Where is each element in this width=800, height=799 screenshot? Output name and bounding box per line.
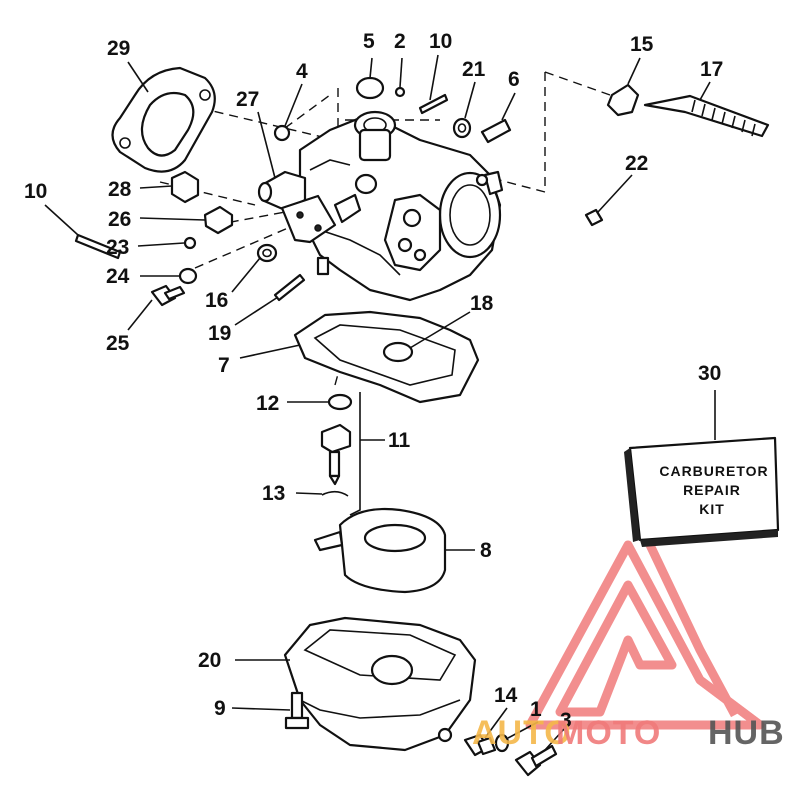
part-labels: 29 5 2 10 4 21 6 15 17 27 10 28 26 23 24…: [24, 30, 723, 732]
label-12: 12: [256, 392, 279, 415]
part-4-ball: [273, 124, 291, 142]
label-14: 14: [494, 684, 518, 707]
label-4: 4: [296, 60, 308, 83]
part-24-washer: [178, 267, 198, 285]
dash-line: [479, 72, 546, 193]
label-21: 21: [462, 58, 486, 81]
part-23-ball: [183, 236, 197, 250]
label-29: 29: [107, 37, 130, 60]
kit-label-line2: REPAIR: [683, 482, 741, 498]
gasket-7: [293, 310, 480, 404]
label-26: 26: [108, 208, 131, 231]
dash-line: [194, 224, 296, 269]
part-16-washer: [256, 243, 278, 263]
label-16: 16: [205, 289, 228, 312]
watermark-hub: HUB: [708, 714, 785, 752]
label-6: 6: [508, 68, 520, 91]
label-10-top: 10: [429, 30, 452, 53]
float-bowl-20: [283, 616, 477, 752]
part-13-clip: [321, 490, 349, 497]
label-17: 17: [700, 58, 723, 81]
label-19: 19: [208, 322, 231, 345]
linkage-plate: [280, 193, 362, 244]
part-21-washer: [452, 117, 472, 139]
bracket-11: [349, 392, 361, 516]
label-25: 25: [106, 332, 130, 355]
carburetor-body: [298, 110, 504, 302]
watermark-auto: AUTO: [472, 714, 572, 752]
part-25-screw: [150, 284, 186, 307]
label-10-left: 10: [24, 180, 47, 203]
kit-label-line3: KIT: [699, 501, 725, 517]
needle-seat: [320, 423, 352, 486]
watermark-moto: MOTO: [556, 714, 661, 752]
part-9-screw: [284, 691, 310, 730]
label-15: 15: [630, 33, 654, 56]
part-1-gasket: [494, 733, 510, 753]
dash-line: [199, 107, 336, 141]
label-30: 30: [698, 362, 721, 385]
float-8: [313, 507, 447, 594]
label-23: 23: [106, 236, 129, 259]
fuel-inlet-27: [257, 170, 307, 212]
dash-line: [214, 211, 286, 226]
part-15-packing-nut: [606, 83, 640, 117]
part-18-gasket: [382, 341, 414, 363]
part-28-nut: [170, 170, 200, 204]
dash-line: [544, 71, 611, 96]
part-12-washer: [327, 393, 353, 411]
kit-label-line1: CARBURETOR: [659, 463, 768, 479]
label-11: 11: [388, 429, 411, 452]
part-22-screw: [584, 208, 604, 227]
label-7: 7: [218, 354, 230, 377]
dash-line: [284, 94, 331, 129]
part-10b-pin: [74, 233, 122, 260]
label-3: 3: [560, 709, 572, 732]
part-10-pin: [418, 93, 449, 115]
label-13: 13: [262, 482, 285, 505]
label-24: 24: [106, 265, 130, 288]
watermark-text: AUTO MOTO HUB: [472, 714, 785, 752]
part-5-plug: [355, 76, 385, 100]
watermark-stroke: [645, 543, 739, 718]
gasket-29: [111, 66, 216, 173]
part-2-ball: [394, 86, 406, 98]
label-2: 2: [394, 30, 406, 53]
label-9: 9: [214, 697, 226, 720]
repair-kit-box: CARBURETOR REPAIR KIT: [624, 436, 780, 547]
part-19-pin: [273, 273, 306, 302]
label-8: 8: [480, 539, 492, 562]
label-18: 18: [470, 292, 494, 315]
label-27: 27: [236, 88, 259, 111]
leader-lines: [44, 54, 716, 751]
part-6-screw: [480, 118, 512, 144]
label-22: 22: [625, 152, 648, 175]
watermark-triangle: [525, 540, 765, 730]
part-17-needle: [643, 94, 770, 138]
label-5: 5: [363, 30, 375, 53]
label-1: 1: [530, 698, 542, 721]
label-20: 20: [198, 649, 221, 672]
part-14-plug: [463, 733, 497, 757]
part-26-seat: [203, 205, 234, 235]
label-28: 28: [108, 178, 132, 201]
watermark-logo: [525, 540, 765, 730]
